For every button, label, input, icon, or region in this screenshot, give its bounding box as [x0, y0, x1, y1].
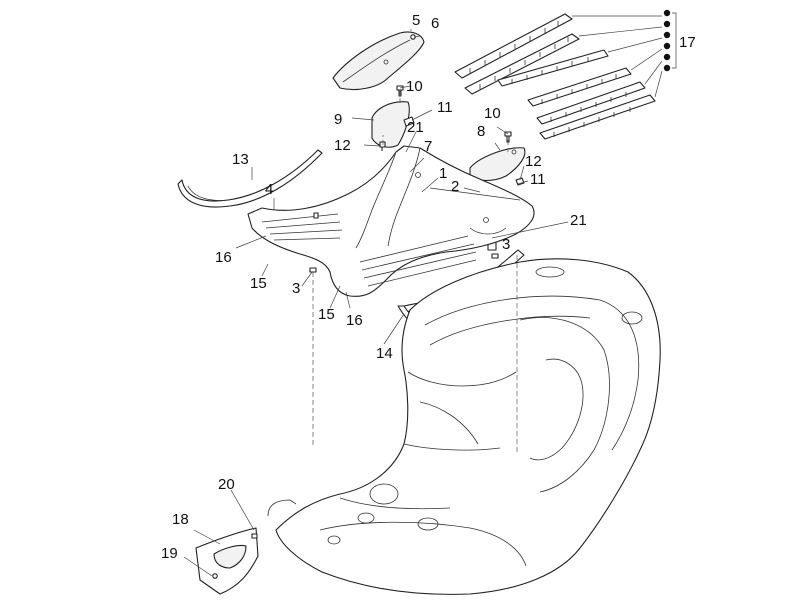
clip — [491, 253, 499, 259]
callout-14: 14 — [376, 345, 393, 362]
right-side-pad — [469, 147, 526, 182]
strip-clip-markers — [663, 9, 671, 72]
callout-16: 16 — [346, 312, 363, 329]
callout-9: 9 — [334, 111, 342, 128]
callout-2: 2 — [451, 178, 459, 195]
callout-18: 18 — [172, 511, 189, 528]
screw — [212, 573, 218, 579]
lower-front-cover — [195, 527, 259, 595]
callout-8: 8 — [477, 123, 485, 140]
left-side-pad — [371, 101, 410, 148]
left-trim-strip — [177, 149, 323, 208]
callout-20: 20 — [218, 476, 235, 493]
callout-21: 21 — [570, 212, 587, 229]
screw — [515, 177, 525, 186]
screw — [251, 533, 258, 539]
rubber-strip-group — [454, 9, 677, 140]
callout-13: 13 — [232, 151, 249, 168]
callout-21: 21 — [407, 119, 424, 136]
front-badge-cover — [332, 31, 425, 91]
callout-1: 1 — [439, 165, 447, 182]
callout-7: 7 — [424, 138, 432, 155]
rubber-strip — [497, 49, 609, 87]
callout-5: 5 — [412, 12, 420, 29]
callout-12: 12 — [525, 153, 542, 170]
callout-11: 11 — [530, 171, 546, 188]
callout-11: 11 — [437, 99, 453, 116]
callout-15: 15 — [318, 306, 335, 323]
callout-4: 4 — [265, 181, 273, 198]
callout-labels: 5 6 17 10 9 11 21 12 10 8 13 7 1 12 4 2 … — [161, 12, 696, 562]
callout-3: 3 — [292, 280, 300, 297]
callout-3: 3 — [502, 236, 510, 253]
callout-15: 15 — [250, 275, 267, 292]
callout-10: 10 — [406, 78, 423, 95]
screw — [379, 141, 386, 151]
callout-16: 16 — [215, 249, 232, 266]
callout-6: 6 — [431, 15, 439, 32]
leader-lines — [183, 29, 569, 577]
callout-12: 12 — [334, 137, 351, 154]
clip — [309, 267, 317, 273]
callout-10: 10 — [484, 105, 501, 122]
main-floorboard — [247, 145, 535, 297]
rubber-strip — [527, 67, 632, 107]
rubber-strip — [464, 33, 580, 95]
callout-17: 17 — [679, 34, 696, 51]
clip — [403, 116, 415, 127]
clip — [313, 212, 319, 219]
callout-19: 19 — [161, 545, 178, 562]
scooter-body — [267, 258, 661, 595]
rubber-strip — [536, 81, 646, 125]
rubber-strip — [454, 13, 573, 79]
rubber-strip — [539, 94, 656, 140]
